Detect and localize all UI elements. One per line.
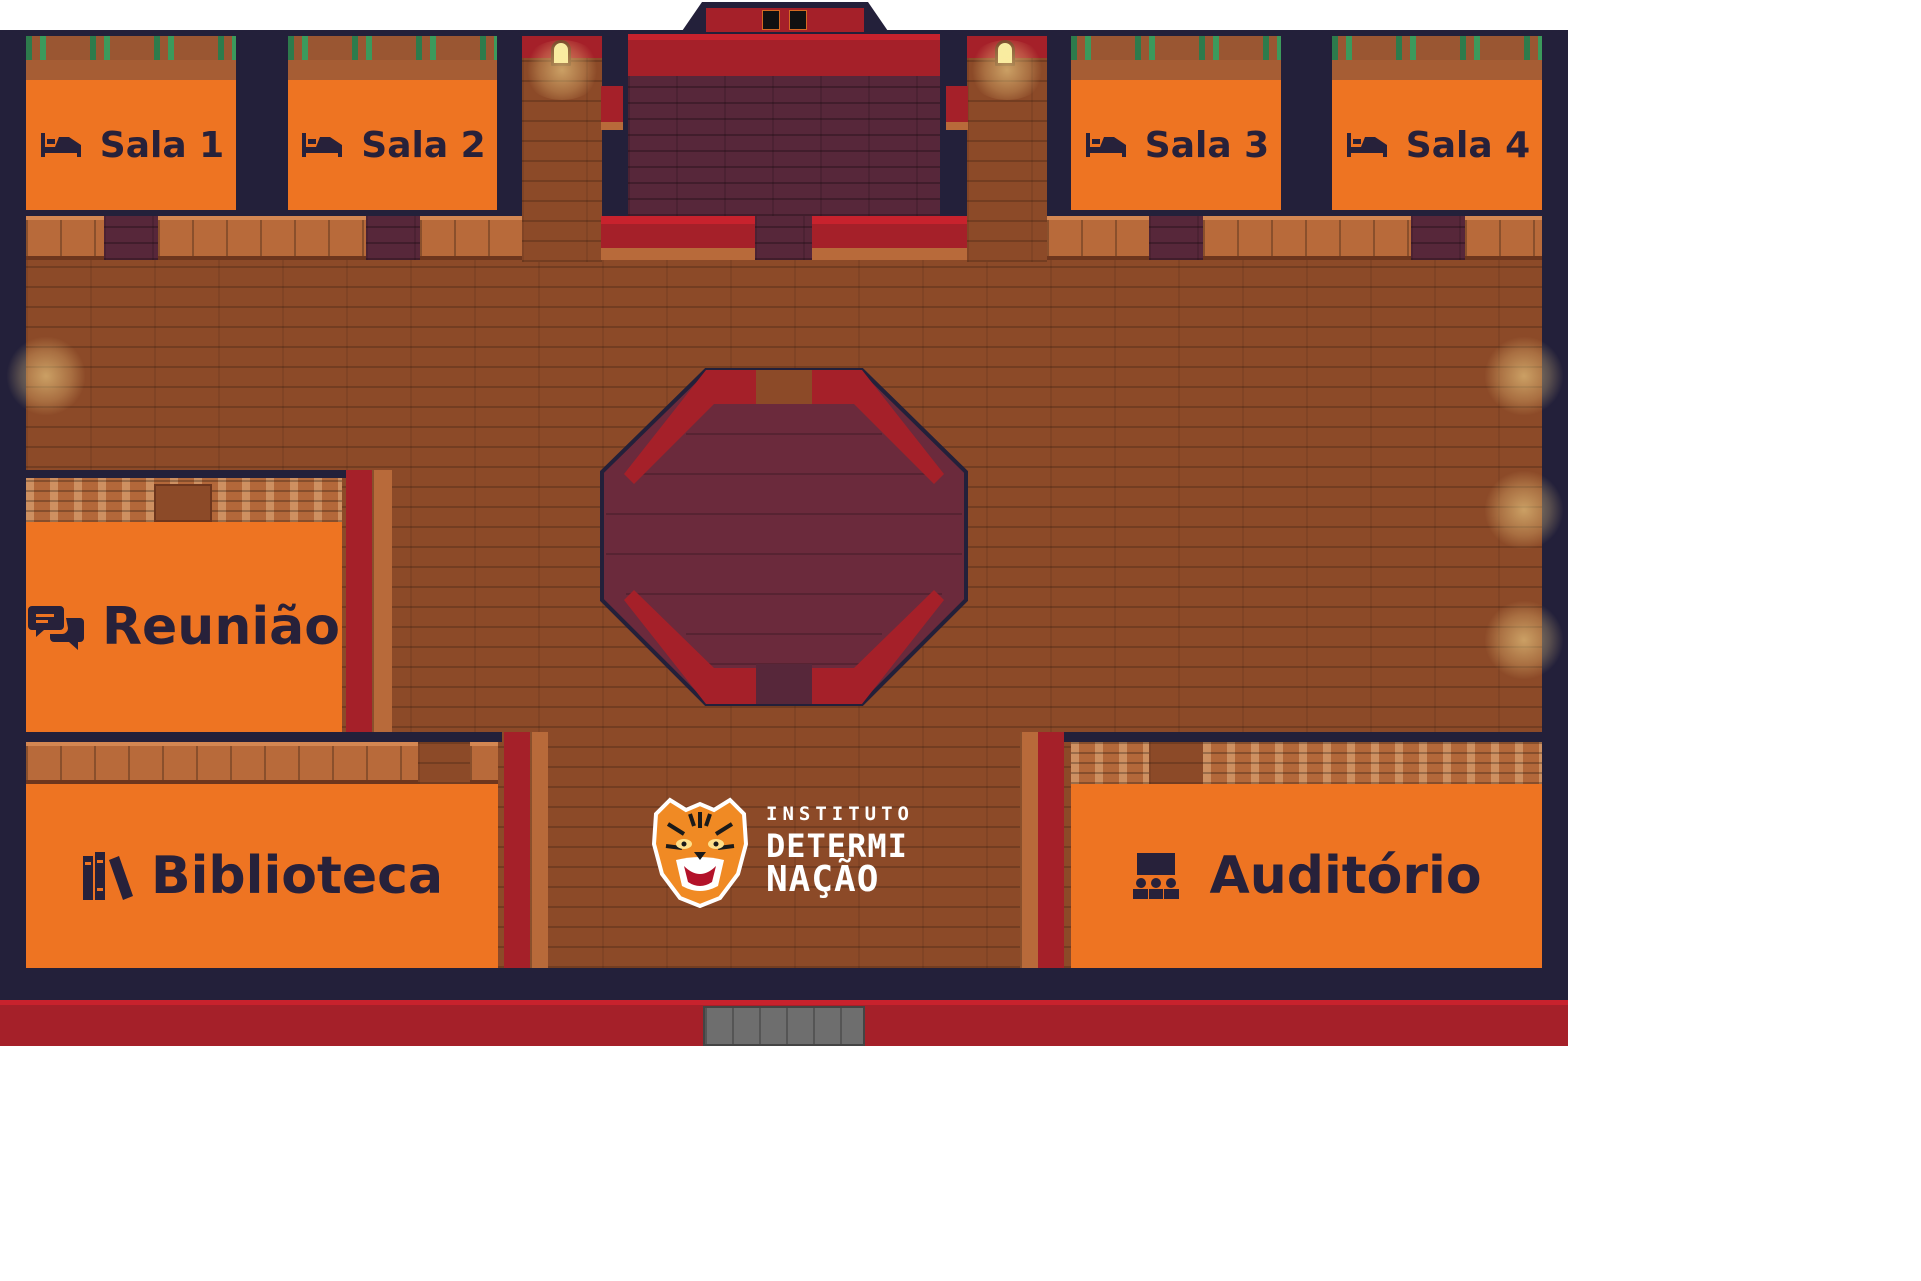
- institute-logo: INSTITUTO DETERMI NAÇÃO: [646, 794, 936, 908]
- stage-rail-right: [946, 86, 968, 130]
- room-label: Reunião: [102, 597, 340, 657]
- biblioteca-door[interactable]: [418, 742, 470, 784]
- stage-notch-trim: [706, 8, 864, 32]
- center-corridor-trim-left: [504, 732, 530, 968]
- reuniao-top-border: [20, 470, 350, 478]
- panel-top-6: [1465, 216, 1542, 260]
- bed-icon: [1085, 133, 1126, 157]
- logo-line-2: DETERMI: [766, 826, 908, 865]
- door-sala-2[interactable]: [366, 216, 420, 260]
- window-glow-left: [522, 40, 602, 100]
- bookshelf-sala3: [1071, 36, 1281, 80]
- door-sala-3[interactable]: [1149, 216, 1203, 260]
- logo-line-1: INSTITUTO: [766, 802, 914, 825]
- room-sala-3[interactable]: Sala 3: [1071, 80, 1281, 210]
- chat-bubbles-icon: [28, 606, 84, 650]
- bookshelf-sala1: [26, 36, 236, 80]
- stage-rail-left: [601, 86, 623, 130]
- entrance-door[interactable]: [703, 1006, 865, 1046]
- room-sala-1[interactable]: Sala 1: [26, 80, 236, 210]
- audience-icon: [1133, 853, 1180, 899]
- room-label: Sala 4: [1405, 124, 1531, 166]
- auditorio-top-border: [1064, 732, 1548, 742]
- wall-lamp-right-1: [1484, 336, 1564, 416]
- tiger-icon: [651, 797, 749, 908]
- central-octagon-stage: [600, 368, 968, 706]
- room-sala-2[interactable]: Sala 2: [288, 80, 497, 210]
- wall-lamp-right-3: [1484, 600, 1564, 680]
- wall-lamp-left: [6, 336, 86, 416]
- portrait-tiger-icon: [762, 10, 780, 30]
- door-sala-4[interactable]: [1411, 216, 1465, 260]
- auditorio-door[interactable]: [1149, 742, 1203, 784]
- panel-top-1: [26, 216, 104, 260]
- stage-steps: [755, 216, 812, 260]
- room-label: Sala 3: [1144, 124, 1270, 166]
- stage-front-rail-left: [601, 216, 755, 260]
- auditorio-back-wall-1: [1071, 742, 1149, 784]
- stage-front-rail-right: [812, 216, 967, 260]
- bookshelf-sala2: [288, 36, 497, 80]
- bed-icon: [302, 133, 343, 157]
- stage-back-wall: [628, 34, 940, 76]
- reuniao-side-trim: [346, 470, 372, 732]
- window-glow-right: [967, 40, 1047, 100]
- room-label: Auditório: [1209, 846, 1482, 906]
- room-label: Sala 1: [99, 124, 225, 166]
- door-sala-1[interactable]: [104, 216, 158, 260]
- room-biblioteca[interactable]: Biblioteca: [26, 784, 498, 968]
- reuniao-side-panel: [372, 470, 392, 732]
- room-sala-4[interactable]: Sala 4: [1332, 80, 1542, 210]
- panel-top-5: [1203, 216, 1411, 260]
- logo-text: INSTITUTO DETERMI NAÇÃO: [766, 802, 914, 900]
- auditorio-back-wall-2: [1203, 742, 1542, 784]
- panel-top-3: [420, 216, 522, 260]
- panel-top-2: [158, 216, 366, 260]
- reuniao-door[interactable]: [154, 484, 212, 522]
- biblioteca-back-wall-1: [26, 742, 418, 784]
- bed-icon: [40, 133, 81, 157]
- center-corridor-panel-right: [1020, 732, 1038, 968]
- room-label: Biblioteca: [150, 846, 444, 906]
- biblioteca-top-border: [20, 732, 502, 742]
- center-corridor-panel-left: [530, 732, 548, 968]
- biblioteca-back-wall-2: [470, 742, 498, 784]
- panel-top-4: [1047, 216, 1149, 260]
- bottom-wall: [0, 968, 1568, 1002]
- room-auditorio[interactable]: Auditório: [1071, 784, 1542, 968]
- bed-icon: [1346, 133, 1387, 157]
- room-reuniao[interactable]: Reunião: [26, 522, 342, 732]
- logo-line-3: NAÇÃO: [766, 858, 880, 900]
- bookshelf-sala4: [1332, 36, 1542, 80]
- room-label: Sala 2: [361, 124, 486, 166]
- books-icon: [82, 852, 133, 900]
- center-corridor-trim-right: [1038, 732, 1064, 968]
- wall-lamp-right-2: [1484, 470, 1564, 550]
- portrait-emblem-icon: [789, 10, 807, 30]
